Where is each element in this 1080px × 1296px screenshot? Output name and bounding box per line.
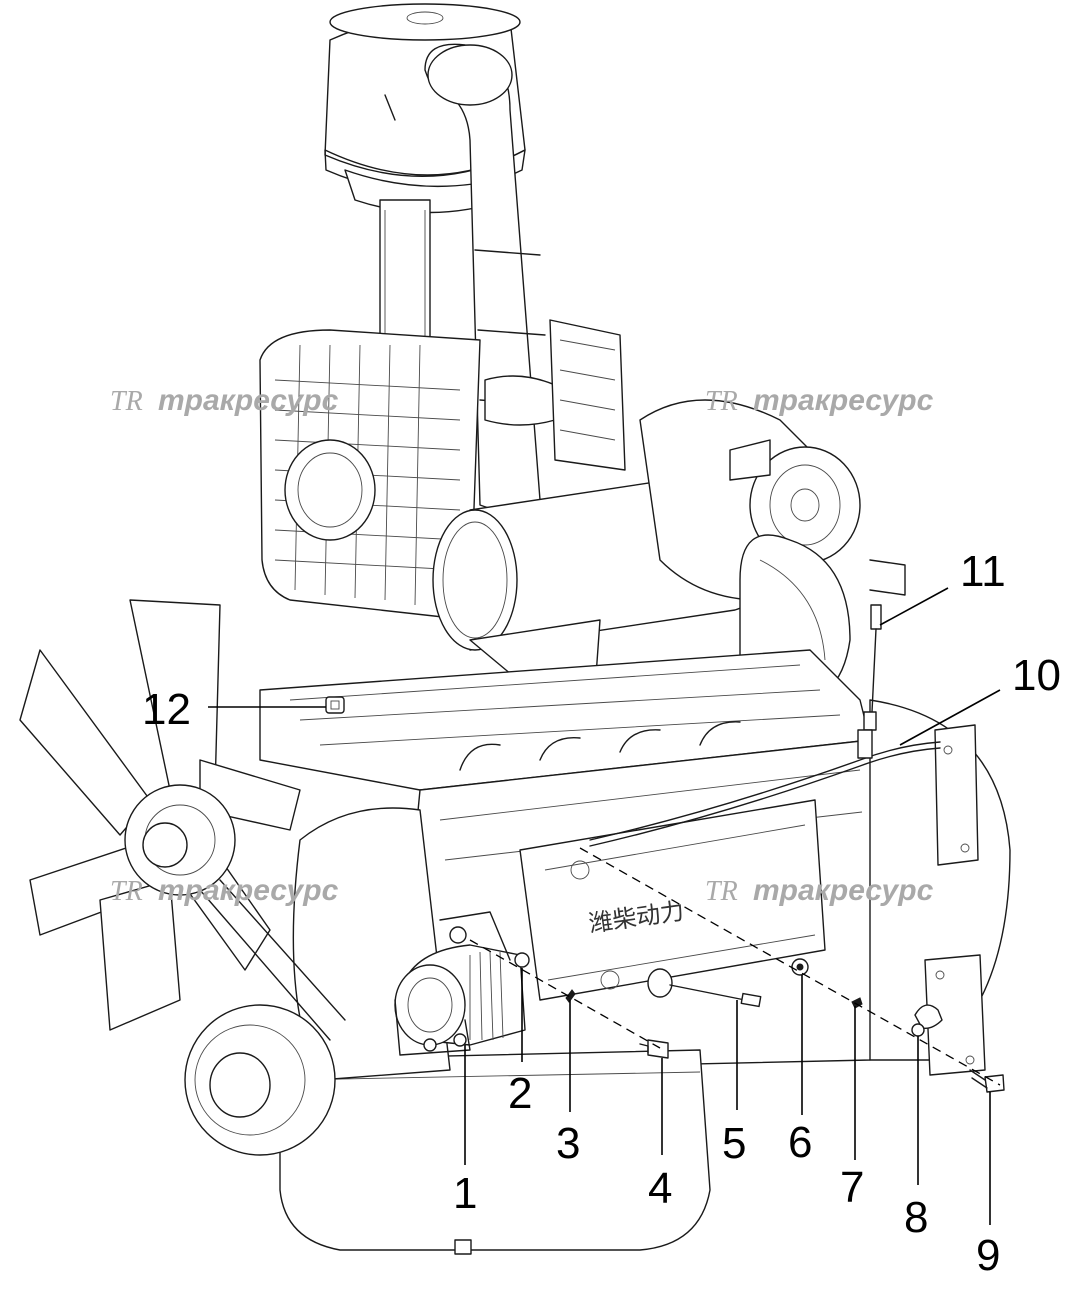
watermark-top-left: TR тракресурс: [110, 384, 339, 417]
callout-10: 10: [1012, 651, 1061, 700]
watermark-text: тракресурс: [158, 874, 339, 907]
harness-part-10: [589, 741, 941, 841]
watermark-text: тракресурс: [753, 874, 934, 907]
watermark-bottom-left: TR тракресурс: [110, 874, 339, 907]
pin-part-7: [851, 997, 863, 1009]
callout-5: 5: [722, 1119, 746, 1168]
sensor-part-12: [325, 696, 345, 714]
assembly-line-left: [469, 939, 661, 1049]
callout-3: 3: [556, 1119, 580, 1168]
watermark-text: тракресурс: [753, 384, 934, 417]
washer-part-2: [514, 952, 530, 968]
callout-9: 9: [976, 1231, 1000, 1280]
watermark-logo: TR: [110, 876, 143, 907]
alternator: [394, 911, 526, 1056]
callout-numbers: 1 2 3 4 5 6 7 8 9 10 11 12: [142, 547, 1061, 1280]
sensor-part-5: [647, 968, 762, 1008]
callout-12: 12: [142, 685, 191, 734]
cooling-fan: [19, 599, 301, 1031]
callout-11: 11: [960, 547, 1006, 596]
watermark-logo: TR: [705, 876, 738, 907]
watermark-top-right: TR тракресурс: [705, 384, 934, 417]
clamp-part-8: [911, 1004, 943, 1037]
sensor-part-11: [857, 604, 882, 759]
pin-part-3: [565, 989, 576, 1003]
engine-block: 潍柴动力: [259, 649, 1011, 1255]
watermark-bottom-right: TR тракресурс: [705, 874, 934, 907]
bolt-part-9: [969, 1069, 1005, 1093]
callout-7: 7: [840, 1163, 864, 1212]
watermark-logo: TR: [705, 386, 738, 417]
watermark-text: тракресурс: [158, 384, 339, 417]
callout-4: 4: [648, 1164, 672, 1213]
callout-6: 6: [788, 1118, 812, 1167]
watermark-logo: TR: [110, 386, 143, 417]
callout-8: 8: [904, 1193, 928, 1242]
assembly-line-right: [579, 847, 1001, 1086]
air-filter-housing: [259, 319, 626, 621]
callout-2: 2: [508, 1069, 532, 1118]
crank-pulley: [184, 879, 346, 1156]
leader-lines: [208, 587, 1001, 1225]
callout-1: 1: [453, 1169, 477, 1218]
